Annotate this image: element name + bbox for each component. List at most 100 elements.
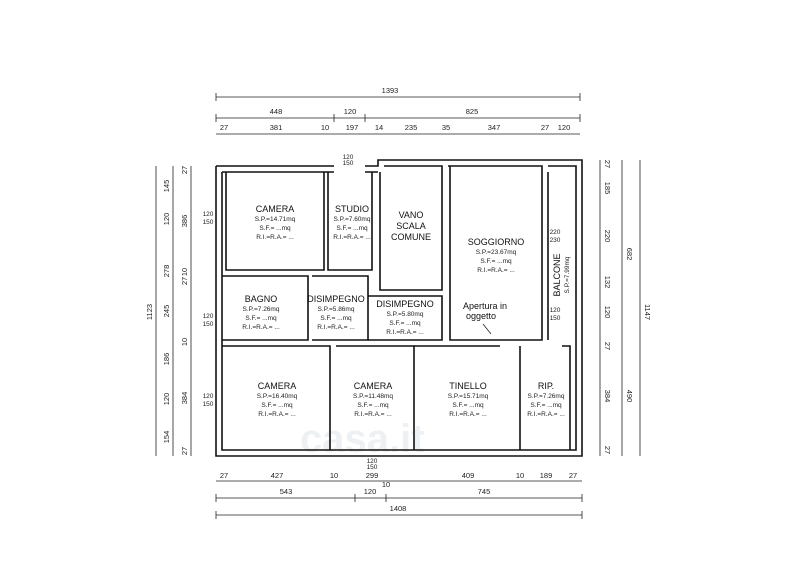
svg-text:120: 120 [203, 211, 214, 218]
dim-bot-r1-4: 299 [366, 471, 379, 480]
svg-text:R.I.=R.A.= ...: R.I.=R.A.= ... [333, 234, 371, 241]
svg-text:S.F.= ...mq: S.F.= ...mq [480, 258, 512, 265]
walls [215, 159, 583, 457]
dim-right-c1-3: 220 [603, 230, 612, 243]
left-dimensions: 1123 145 120 278 245 186 120 154 27 386 … [145, 166, 192, 456]
dim-bot-r1-7: 10 [516, 471, 524, 480]
svg-text:120: 120 [550, 307, 561, 314]
svg-text:DISIMPEGNO: DISIMPEGNO [307, 294, 365, 304]
svg-text:DISIMPEGNO: DISIMPEGNO [376, 299, 434, 309]
room-ripostiglio: RIP. S.P.=7.26mq S.F.= ...mq R.I.=R.A.= … [527, 381, 565, 418]
svg-text:S.P.=5.86mq: S.P.=5.86mq [318, 306, 355, 313]
svg-text:CAMERA: CAMERA [256, 204, 295, 214]
dim-top-r3-8: 347 [488, 123, 501, 132]
dim-top-r3-10: 120 [558, 123, 571, 132]
svg-text:S.P.=7.26mq: S.P.=7.26mq [528, 393, 565, 400]
room-camera-2: CAMERA S.P.=16.40mq S.F.= ...mq R.I.=R.A… [257, 381, 298, 418]
watermark: casa.it [300, 417, 425, 461]
room-balcone: BALCONE S.P.=7.99mq [552, 253, 571, 296]
svg-text:TINELLO: TINELLO [449, 381, 487, 391]
dim-right-c1-5: 120 [603, 306, 612, 319]
svg-text:150: 150 [550, 315, 561, 322]
dim-top-overall: 1393 [382, 86, 399, 95]
svg-text:SOGGIORNO: SOGGIORNO [468, 237, 525, 247]
opening-labels: 120 150 120 150 120 150 120 150 220 230 … [203, 154, 561, 471]
svg-text:230: 230 [550, 237, 561, 244]
svg-text:120: 120 [203, 393, 214, 400]
svg-text:S.P.=23.67mq: S.P.=23.67mq [476, 249, 517, 256]
dim-top-r3-6: 235 [405, 123, 418, 132]
svg-text:R.I.=R.A.= ...: R.I.=R.A.= ... [477, 267, 515, 274]
svg-text:S.F.= ...mq: S.F.= ...mq [530, 402, 562, 409]
svg-text:CAMERA: CAMERA [354, 381, 393, 391]
svg-text:COMUNE: COMUNE [391, 232, 431, 242]
dim-left-i1: 27 [180, 166, 189, 174]
dim-bot-overall: 1408 [390, 504, 407, 513]
dim-left-i2: 386 [180, 215, 189, 228]
bottom-dimensions: 27 427 10 299 10 409 10 189 27 543 120 7… [215, 471, 583, 519]
dim-left-o7: 154 [162, 431, 171, 444]
svg-text:Apertura in: Apertura in [463, 301, 507, 311]
top-dimensions: 1393 448 120 825 27 381 10 197 14 235 35… [215, 86, 581, 135]
svg-text:BAGNO: BAGNO [245, 294, 278, 304]
dim-left-o3: 278 [162, 265, 171, 278]
svg-text:S.P.=15.71mq: S.P.=15.71mq [448, 393, 489, 400]
dim-right-c2-2: 490 [625, 390, 634, 403]
svg-text:150: 150 [343, 160, 354, 167]
dim-bot-r1-2: 427 [271, 471, 284, 480]
dim-bot-r2-1: 543 [280, 487, 293, 496]
svg-text:S.F.= ...mq: S.F.= ...mq [245, 315, 277, 322]
dim-left-o5: 186 [162, 353, 171, 366]
svg-text:oggetto: oggetto [466, 311, 496, 321]
room-vano-scala: VANO SCALA COMUNE [391, 210, 431, 242]
dim-bot-r1-3: 10 [330, 471, 338, 480]
room-camera-3: CAMERA S.P.=11.48mq S.F.= ...mq R.I.=R.A… [353, 381, 393, 418]
svg-text:S.F.= ...mq: S.F.= ...mq [320, 315, 352, 322]
svg-text:S.F.= ...mq: S.F.= ...mq [389, 320, 421, 327]
svg-text:S.P.=7.99mq: S.P.=7.99mq [564, 256, 571, 293]
dim-left-i7: 27 [180, 447, 189, 455]
annotation-apertura: Apertura in oggetto [463, 301, 507, 335]
dim-top-r3-3: 10 [321, 123, 329, 132]
dim-top-r3-1: 27 [220, 123, 228, 132]
room-disimpegno-2: DISIMPEGNO S.P.=5.80mq S.F.= ...mq R.I.=… [376, 299, 434, 336]
svg-text:S.F.= ...mq: S.F.= ...mq [357, 402, 389, 409]
svg-text:R.I.=R.A.= ...: R.I.=R.A.= ... [317, 324, 355, 331]
dim-top-r3-2: 381 [270, 123, 283, 132]
room-disimpegno-1: DISIMPEGNO S.P.=5.86mq S.F.= ...mq R.I.=… [307, 294, 365, 331]
room-camera-1: CAMERA S.P.=14.71mq S.F.= ...mq R.I.=R.A… [255, 204, 296, 241]
dim-left-i4: 27 [180, 277, 189, 285]
dim-left-i6: 384 [180, 392, 189, 405]
dim-right-c1-2: 185 [603, 182, 612, 195]
dim-top-r2-1: 448 [270, 107, 283, 116]
dim-left-i5: 10 [180, 338, 189, 346]
dim-top-r2-2: 120 [344, 107, 357, 116]
dim-right-overall: 1147 [643, 304, 652, 320]
right-dimensions: 27 185 220 132 120 27 384 27 682 490 114… [599, 160, 652, 456]
svg-text:120: 120 [367, 458, 378, 465]
svg-text:BALCONE: BALCONE [552, 253, 562, 296]
room-soggiorno: SOGGIORNO S.P.=23.67mq S.F.= ...mq R.I.=… [468, 237, 525, 274]
dim-bot-r1-8: 189 [540, 471, 553, 480]
dim-left-i3: 10 [180, 268, 189, 276]
dim-top-r3-4: 197 [346, 123, 359, 132]
svg-text:CAMERA: CAMERA [258, 381, 297, 391]
svg-text:S.F.= ...mq: S.F.= ...mq [261, 402, 293, 409]
svg-text:R.I.=R.A.= ...: R.I.=R.A.= ... [527, 411, 565, 418]
dim-right-c1-6: 27 [603, 342, 612, 350]
svg-text:S.P.=14.71mq: S.P.=14.71mq [255, 216, 296, 223]
dim-left-o4: 245 [162, 305, 171, 318]
dim-bot-r2-3: 745 [478, 487, 491, 496]
svg-text:S.F.= ...mq: S.F.= ...mq [452, 402, 484, 409]
svg-text:S.P.=5.80mq: S.P.=5.80mq [387, 311, 424, 318]
dim-top-r2-3: 825 [466, 107, 479, 116]
dim-top-r3-9: 27 [541, 123, 549, 132]
svg-text:R.I.=R.A.= ...: R.I.=R.A.= ... [449, 411, 487, 418]
svg-text:R.I.=R.A.= ...: R.I.=R.A.= ... [354, 411, 392, 418]
dim-bot-r1-1: 27 [220, 471, 228, 480]
svg-text:VANO: VANO [399, 210, 424, 220]
dim-left-o1: 145 [162, 180, 171, 193]
room-studio: STUDIO S.P.=7.60mq S.F.= ...mq R.I.=R.A.… [333, 204, 371, 241]
room-bagno: BAGNO S.P.=7.26mq S.F.= ...mq R.I.=R.A.=… [242, 294, 280, 331]
